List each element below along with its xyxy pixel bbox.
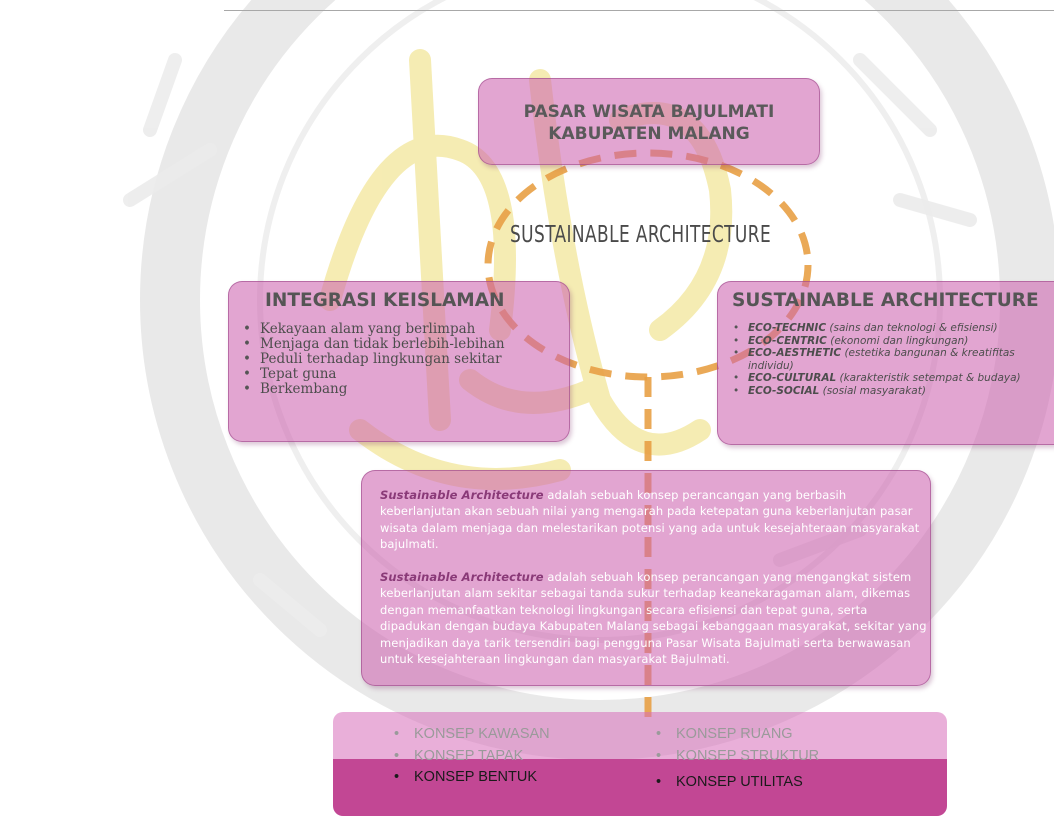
islam-heading: INTEGRASI KEISLAMAN — [265, 290, 505, 311]
center-label: SUSTAINABLE ARCHITECTURE — [510, 222, 772, 248]
sustainable-heading: SUSTAINABLE ARCHITECTURE — [732, 290, 1039, 311]
top-divider — [224, 10, 1054, 11]
eco-term: ECO-CULTURAL — [748, 372, 837, 384]
title-box: PASAR WISATA BAJULMATI KABUPATEN MALANG — [478, 78, 820, 165]
title-line-1: PASAR WISATA BAJULMATI — [523, 102, 775, 122]
islam-list: Kekayaan alam yang berlimpah Menjaga dan… — [243, 322, 505, 397]
eco-desc: (sains dan teknologi & efisiensi) — [826, 322, 998, 334]
konsep-item: KONSEP TAPAK — [394, 748, 523, 764]
konsep-item: KONSEP RUANG — [656, 726, 793, 742]
list-item: ECO-SOCIAL (sosial masyarakat) — [730, 385, 1045, 398]
konsep-item: KONSEP STRUKTUR — [656, 748, 819, 764]
eco-term: ECO-AESTHETIC — [748, 347, 842, 359]
list-item: Tepat guna — [243, 367, 505, 382]
term-highlight: Sustainable Architecture — [380, 487, 544, 502]
eco-desc: (karakteristik setempat & budaya) — [836, 372, 1021, 384]
list-item: Kekayaan alam yang berlimpah — [243, 322, 505, 337]
eco-term: ECO-CENTRIC — [748, 334, 827, 347]
dashed-ellipse — [484, 149, 812, 381]
eco-list: ECO-TECHNIC (sains dan teknologi & efisi… — [730, 322, 1045, 397]
konsep-item: KONSEP BENTUK — [394, 769, 537, 785]
list-item: Peduli terhadap lingkungan sekitar — [243, 352, 505, 367]
paragraph-text: adalah sebuah konsep perancangan yang me… — [380, 569, 927, 667]
eco-desc: (ekonomi dan lingkungan) — [826, 334, 969, 347]
term-highlight: Sustainable Architecture — [380, 569, 544, 584]
eco-term: ECO-SOCIAL — [748, 384, 820, 397]
description-paragraph-1: Sustainable Architecture adalah sebuah k… — [380, 487, 928, 553]
sustainable-architecture-box: SUSTAINABLE ARCHITECTURE ECO-TECHNIC (sa… — [717, 281, 1054, 445]
eco-desc: (estetika bangunan & kreatifitas individ… — [748, 347, 1015, 372]
list-item: Menjaga dan tidak berlebih-lebihan — [243, 337, 505, 352]
konsep-item: KONSEP KAWASAN — [394, 726, 550, 742]
description-paragraph-2: Sustainable Architecture adalah sebuah k… — [380, 569, 928, 669]
list-item: Berkembang — [243, 382, 505, 397]
title-line-2: KABUPATEN MALANG — [548, 124, 750, 144]
konsep-band-bottom — [333, 759, 947, 816]
eco-term: ECO-TECHNIC — [748, 322, 827, 334]
list-item: ECO-CENTRIC (ekonomi dan lingkungan) — [730, 335, 1045, 348]
integrasi-keislaman-box: INTEGRASI KEISLAMAN Kekayaan alam yang b… — [228, 281, 570, 442]
description-box: Sustainable Architecture adalah sebuah k… — [361, 470, 931, 686]
paragraph-text: adalah sebuah konsep perancangan yang be… — [380, 487, 920, 552]
list-item: ECO-TECHNIC (sains dan teknologi & efisi… — [730, 322, 1045, 335]
list-item: ECO-CULTURAL (karakteristik setempat & b… — [730, 372, 1045, 385]
konsep-item: KONSEP UTILITAS — [656, 774, 803, 790]
list-item: ECO-AESTHETIC (estetika bangunan & kreat… — [730, 347, 1045, 372]
eco-desc: (sosial masyarakat) — [819, 384, 926, 397]
